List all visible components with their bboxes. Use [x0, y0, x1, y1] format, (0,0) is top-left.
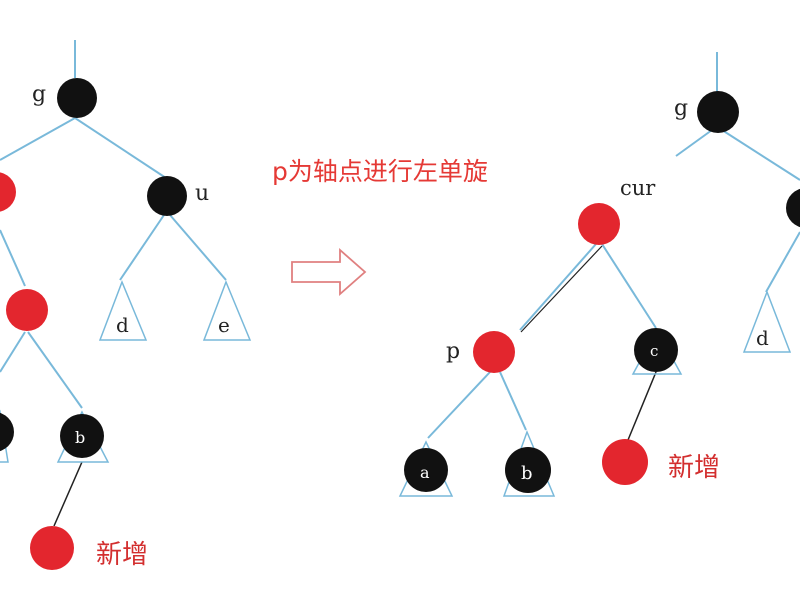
label-c: c — [650, 342, 658, 360]
label-new: 新增 — [96, 540, 148, 570]
node-b-black-2 — [505, 447, 551, 493]
edge-left-down — [0, 229, 26, 287]
edge-b-new — [53, 461, 83, 527]
node-g — [57, 78, 97, 118]
edge-right-d-2 — [765, 231, 800, 293]
subtree-d-triangle-2 — [742, 289, 792, 353]
subtree-d-triangle — [98, 279, 148, 341]
label-d-2: d — [756, 326, 769, 350]
edge-p-a — [427, 371, 491, 439]
node-g-2 — [697, 91, 739, 133]
caption-rotation: p为轴点进行左单旋 — [272, 157, 488, 186]
label-b-2: b — [521, 463, 533, 484]
right-arrow-icon — [291, 248, 367, 296]
edge-cur-p — [519, 243, 597, 331]
edge-mid-left — [0, 331, 26, 373]
edge-g-u — [74, 117, 167, 179]
node-a-black — [404, 448, 448, 492]
node-right-partial-2 — [786, 188, 800, 228]
label-p: p — [446, 339, 460, 364]
edge-p-b — [499, 371, 527, 431]
label-d: d — [116, 313, 129, 337]
node-a-black-partial — [0, 412, 14, 452]
node-c-black — [634, 328, 678, 372]
edge-cur-p-dark — [520, 245, 603, 333]
label-cur: cur — [620, 176, 656, 200]
edge-mid-b — [27, 331, 83, 409]
node-new-red — [30, 526, 74, 570]
edge-g-left-2 — [675, 129, 713, 157]
label-g: g — [32, 82, 46, 107]
node-cur-red — [6, 289, 48, 331]
edge-u-d — [119, 214, 165, 281]
node-u — [147, 176, 187, 216]
node-b-black — [60, 414, 104, 458]
edge-u-e — [169, 214, 227, 281]
label-g-2: g — [674, 96, 688, 121]
label-a: a — [420, 463, 430, 482]
label-b: b — [75, 428, 85, 447]
node-cur-2 — [578, 203, 620, 245]
tree-after: g cur p d c a b 新增 — [398, 52, 800, 497]
label-u: u — [195, 181, 209, 206]
subtree-e-triangle — [202, 279, 252, 341]
node-new-red-2 — [602, 439, 648, 485]
edge-cur-c — [601, 243, 657, 329]
node-p-red-partial — [0, 172, 16, 212]
label-new-2: 新增 — [668, 453, 720, 483]
edge-g-right-2 — [721, 129, 800, 181]
edge-c-new — [627, 371, 657, 441]
label-e: e — [218, 313, 230, 337]
edge-g-left — [0, 117, 76, 161]
node-p-2 — [473, 331, 515, 373]
tree-before: g u d e b 新增 — [0, 40, 252, 570]
